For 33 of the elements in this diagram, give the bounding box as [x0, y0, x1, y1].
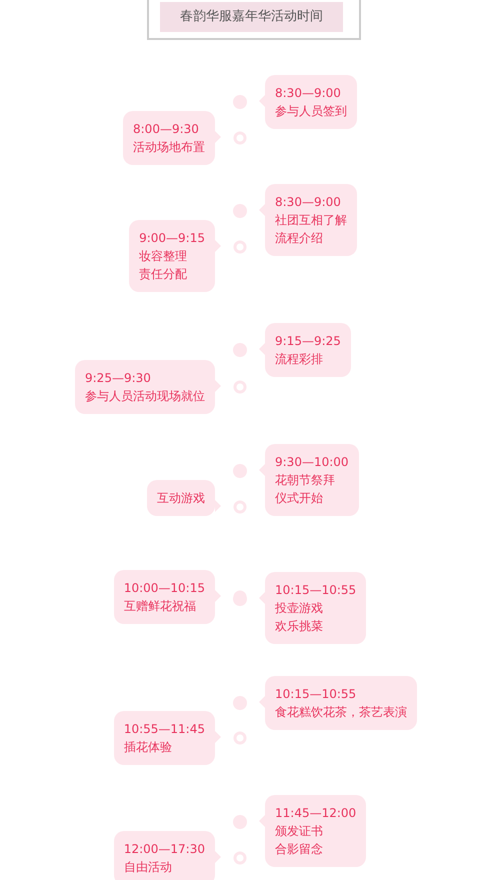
activity-text: 合影留念 — [275, 841, 324, 858]
activity-text: 互动游戏 — [157, 490, 205, 507]
time-text: 8:00—9:30 — [133, 121, 200, 138]
time-text: 8:30—9:00 — [275, 194, 342, 211]
activity-text: 欢乐挑菜 — [275, 618, 324, 635]
activity-text: 妆容整理 — [139, 248, 188, 265]
title-banner: 春韵华服嘉年华活动时间 — [160, 2, 343, 32]
time-text: 9:25—9:30 — [85, 370, 152, 387]
time-text: 11:45—12:00 — [275, 805, 356, 822]
time-text: 8:30—9:00 — [275, 85, 342, 102]
time-text: 9:00—9:15 — [139, 230, 205, 247]
time-text: 9:15—9:25 — [275, 333, 341, 350]
time-text: 10:15—10:55 — [275, 582, 356, 599]
time-text: 9:30—10:00 — [275, 454, 349, 471]
activity-text: 参与人员活动现场就位 — [85, 388, 205, 405]
activity-text: 参与人员签到 — [275, 103, 347, 120]
activity-text: 颁发证书 — [275, 823, 324, 840]
activity-text: 仪式开始 — [275, 490, 324, 507]
time-text: 10:55—11:45 — [124, 721, 205, 738]
time-text: 10:15—10:55 — [275, 686, 358, 703]
activity-text: 投壶游戏 — [275, 600, 324, 617]
time-text: 12:00—17:30 — [124, 841, 205, 858]
activity-text: 自由活动 — [124, 859, 173, 876]
activity-text: 插花体验 — [124, 739, 173, 756]
activity-text: 社团互相了解 — [275, 212, 347, 229]
time-text: 10:00—10:15 — [124, 580, 205, 597]
activity-text: 流程介绍 — [275, 230, 324, 247]
activity-text: 花朝节祭拜 — [275, 472, 336, 489]
activity-text: 流程彩排 — [275, 351, 324, 368]
activity-text: 互赠鲜花祝福 — [124, 598, 197, 615]
activity-text: 食花糕饮花茶，茶艺表演 — [275, 704, 407, 721]
activity-text: 责任分配 — [139, 266, 188, 283]
activity-text: 活动场地布置 — [133, 139, 205, 156]
